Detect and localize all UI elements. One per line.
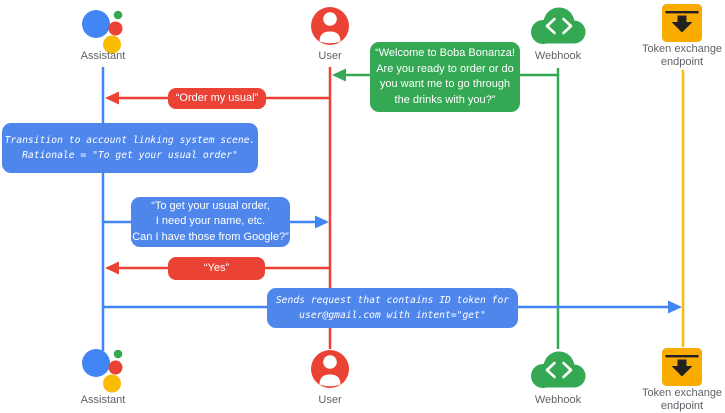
arrowhead-left (105, 91, 119, 105)
send-request-system-note: Sends request that contains ID token for… (267, 288, 518, 328)
arrowhead-right (315, 215, 329, 229)
bubble-line: the drinks with you?” (394, 93, 496, 106)
bubble-line: I need your name, etc. (155, 215, 266, 228)
bubble-line: you want me to go through (379, 78, 511, 90)
arrowhead-left (105, 261, 119, 275)
webhook-label-top: Webhook (534, 50, 582, 62)
user-icon (311, 7, 349, 45)
bubble-line: “To get your usual order, (151, 199, 270, 212)
assistant-label-bottom: Assistant (80, 394, 126, 406)
arrowhead-left (332, 68, 346, 82)
transition-system-note: Transition to account linking system sce… (2, 123, 258, 173)
arrowhead-right (668, 300, 682, 314)
webhook-icon-bottom (529, 350, 587, 390)
token-endpoint-label-top: Token exchange endpoint (641, 43, 723, 68)
assistant-icon (82, 10, 123, 54)
welcome-speech-bubble: “Welcome to Boba Bonanza! Are you ready … (370, 42, 520, 112)
bubble-line: “Welcome to Boba Bonanza! (375, 47, 515, 59)
note-line: Sends request that contains ID token for (275, 295, 510, 306)
usual-order-speech-bubble: “To get your usual order, I need your na… (131, 197, 290, 247)
webhook-label-bottom: Webhook (534, 394, 582, 406)
user-label-bottom: User (318, 394, 342, 406)
assistant-label-top: Assistant (80, 50, 126, 62)
assistant-icon-bottom (82, 349, 123, 393)
note-line: Rationale = "To get your usual order" (22, 150, 238, 161)
bubble-line: Are you ready to order or do (376, 62, 514, 75)
user-icon-bottom (311, 350, 349, 388)
webhook-icon (529, 6, 587, 46)
token-endpoint-icon-bottom (662, 348, 702, 386)
yes-speech-bubble: “Yes” (168, 257, 265, 280)
bubble-line: Can I have those from Google?” (132, 230, 289, 243)
note-line: user@gmail.com with intent="get" (299, 310, 486, 321)
order-my-usual-speech-bubble: “Order my usual” (168, 88, 266, 109)
user-label-top: User (318, 50, 342, 62)
note-line: Transition to account linking system sce… (4, 135, 256, 146)
token-endpoint-icon (662, 4, 702, 42)
token-endpoint-label-bottom: Token exchange endpoint (641, 387, 723, 412)
